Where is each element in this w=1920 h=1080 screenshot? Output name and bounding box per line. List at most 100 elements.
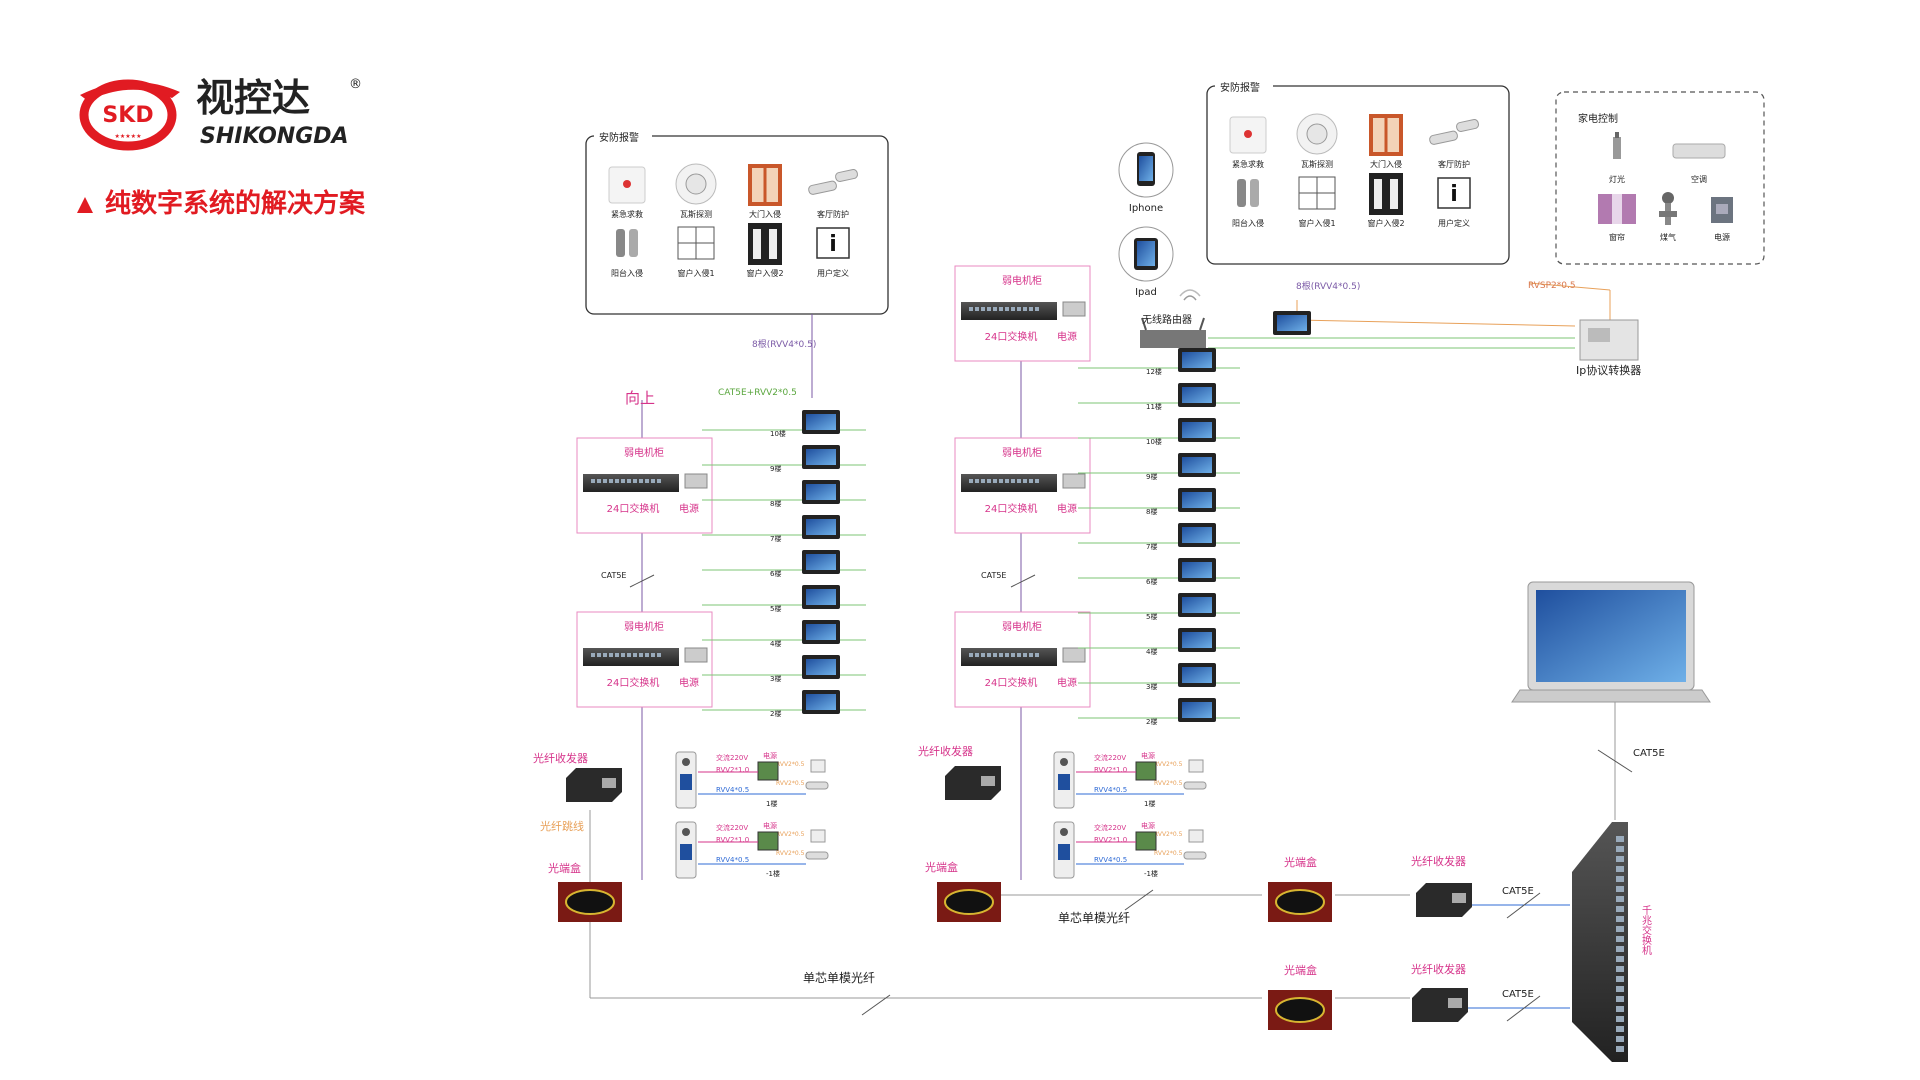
window-sensor-icon (1369, 173, 1403, 215)
diagram-devices: 弱电机柜24口交换机电源弱电机柜24口交换机电源弱电机柜24口交换机电源弱电机柜… (558, 142, 1711, 1062)
weak-current-cabinet: 弱电机柜24口交换机电源 (954, 265, 1091, 362)
indoor-monitor-icon (1178, 348, 1216, 372)
power-module-icon (757, 761, 779, 781)
lock-icon (1188, 829, 1204, 843)
link-labels: 向上 CAT5E+RVV2*0.5 8根(RVV4*0.5) 8根(RVV4*0… (533, 203, 1665, 1000)
home-item-label: 煤气 (1660, 232, 1676, 242)
indoor-monitor-icon (1178, 383, 1216, 407)
door-station-icon (675, 751, 697, 809)
indoor-monitor-icon (1273, 311, 1311, 335)
infrared-sensor-icon (808, 169, 858, 195)
window-sensor-icon (677, 226, 715, 260)
lock-icon (810, 829, 826, 843)
logo-swoosh-icon (80, 81, 180, 101)
company-logo: SKD ★★★★★ 视控达 ® SHIKONGDA (79, 76, 362, 151)
power-socket-icon (1711, 197, 1733, 223)
floor-label: 2楼 (770, 709, 781, 718)
rvv-label: RVV2*0.5 (776, 761, 805, 768)
floor-label: 7楼 (1146, 542, 1157, 551)
wireless-router-icon (1140, 317, 1206, 348)
door-sensor-icon (805, 851, 829, 860)
rvv-label: RVV2*0.5 (1154, 761, 1183, 768)
power-label: 电源 (763, 751, 777, 760)
power-module-icon (757, 831, 779, 851)
indoor-monitor-icon (802, 480, 840, 504)
security-item-label: 用户定义 (1438, 218, 1470, 228)
weak-current-cabinet: 弱电机柜24口交换机电源 (576, 437, 713, 534)
fiber-box-label: 光端盒 (1284, 963, 1317, 977)
indoor-monitor-icon (1178, 663, 1216, 687)
security-panel-title: 安防报警 (1220, 81, 1260, 94)
security-item-label: 大门入侵 (749, 209, 781, 219)
indoor-monitor-icon (1178, 558, 1216, 582)
security-item-label: 阳台入侵 (611, 268, 643, 278)
up-label: 向上 (625, 389, 655, 407)
indoor-monitor-icon (1178, 453, 1216, 477)
ac220-label: 交流220V (716, 753, 748, 762)
home-item-label: 窗帘 (1609, 232, 1625, 242)
indoor-monitor-icon (1178, 628, 1216, 652)
switch-label: 24口交换机 (985, 676, 1038, 689)
floor-label: 5楼 (1146, 612, 1157, 621)
rvv-label: RVV4*0.5 (716, 856, 749, 864)
ipad-label: Ipad (1135, 287, 1157, 298)
indoor-monitor-icon (802, 620, 840, 644)
info-glyph: i (829, 232, 837, 257)
power-module-icon (1135, 761, 1157, 781)
emergency-button-icon (1229, 116, 1267, 154)
home-control-title: 家电控制 (1578, 112, 1618, 125)
door-station-icon (1053, 751, 1075, 809)
power-label: 电源 (679, 676, 699, 689)
door-sensor-icon (1183, 851, 1207, 860)
rvv4-label: 8根(RVV4*0.5) (752, 338, 816, 350)
infrared-sensor-icon (1429, 119, 1479, 145)
floor-label: 5楼 (770, 604, 781, 613)
rvv-label: RVV4*0.5 (1094, 856, 1127, 864)
cabinet-title: 弱电机柜 (1002, 274, 1042, 287)
fiber-box-label: 光端盒 (1284, 855, 1317, 869)
security-item-label: 客厅防护 (1438, 159, 1470, 169)
page-title: 纯数字系统的解决方案 (77, 188, 366, 219)
rvv-label: RVV2*1.0 (1094, 836, 1127, 844)
ip-converter-icon (1579, 319, 1639, 361)
power-label: 电源 (1057, 330, 1077, 343)
cat5e-label: CAT5E (1502, 989, 1534, 1000)
floor-label: 3楼 (1146, 682, 1157, 691)
rvv-label: RVV2*0.5 (1154, 780, 1183, 787)
window-sensor-icon (748, 223, 782, 265)
door-station-icon (675, 821, 697, 879)
ipad-icon (1118, 226, 1174, 282)
door-icon (748, 164, 782, 206)
rvv-label: RVV2*0.5 (776, 850, 805, 857)
ip-converter-label: Ip协议转换器 (1576, 363, 1641, 377)
floor-label: 9楼 (1146, 472, 1157, 481)
network-switch-icon (961, 648, 1057, 666)
floor-label: 6楼 (770, 569, 781, 578)
power-supply-icon (1062, 647, 1086, 663)
ac220-label: 交流220V (1094, 823, 1126, 832)
cabinet-title: 弱电机柜 (624, 620, 664, 633)
floor-label: 10楼 (1146, 437, 1162, 446)
door-icon (1369, 114, 1403, 156)
power-supply-icon (1062, 301, 1086, 317)
info-icon: i (816, 227, 850, 259)
security-panel-title: 安防报警 (599, 131, 639, 144)
single-mode-fiber-label: 单芯单模光纤 (803, 971, 875, 985)
logo-stars: ★★★★★ (115, 133, 142, 140)
curtain-icon (1598, 194, 1636, 224)
rvv-label: RVV2*1.0 (1094, 766, 1127, 774)
iphone-icon (1118, 142, 1174, 198)
emergency-button-icon (608, 166, 646, 204)
rvv-label: RVV2*0.5 (1154, 831, 1183, 838)
fiber-box-label: 光端盒 (548, 861, 581, 875)
indoor-monitor-icon (1178, 523, 1216, 547)
weak-current-cabinet: 弱电机柜24口交换机电源 (954, 437, 1091, 534)
indoor-monitor-icon (802, 410, 840, 434)
indoor-monitor-icon (1178, 698, 1216, 722)
laptop-icon (1511, 581, 1711, 703)
indoor-monitor-icon (802, 445, 840, 469)
balcony-sensor-icon (1237, 179, 1259, 207)
